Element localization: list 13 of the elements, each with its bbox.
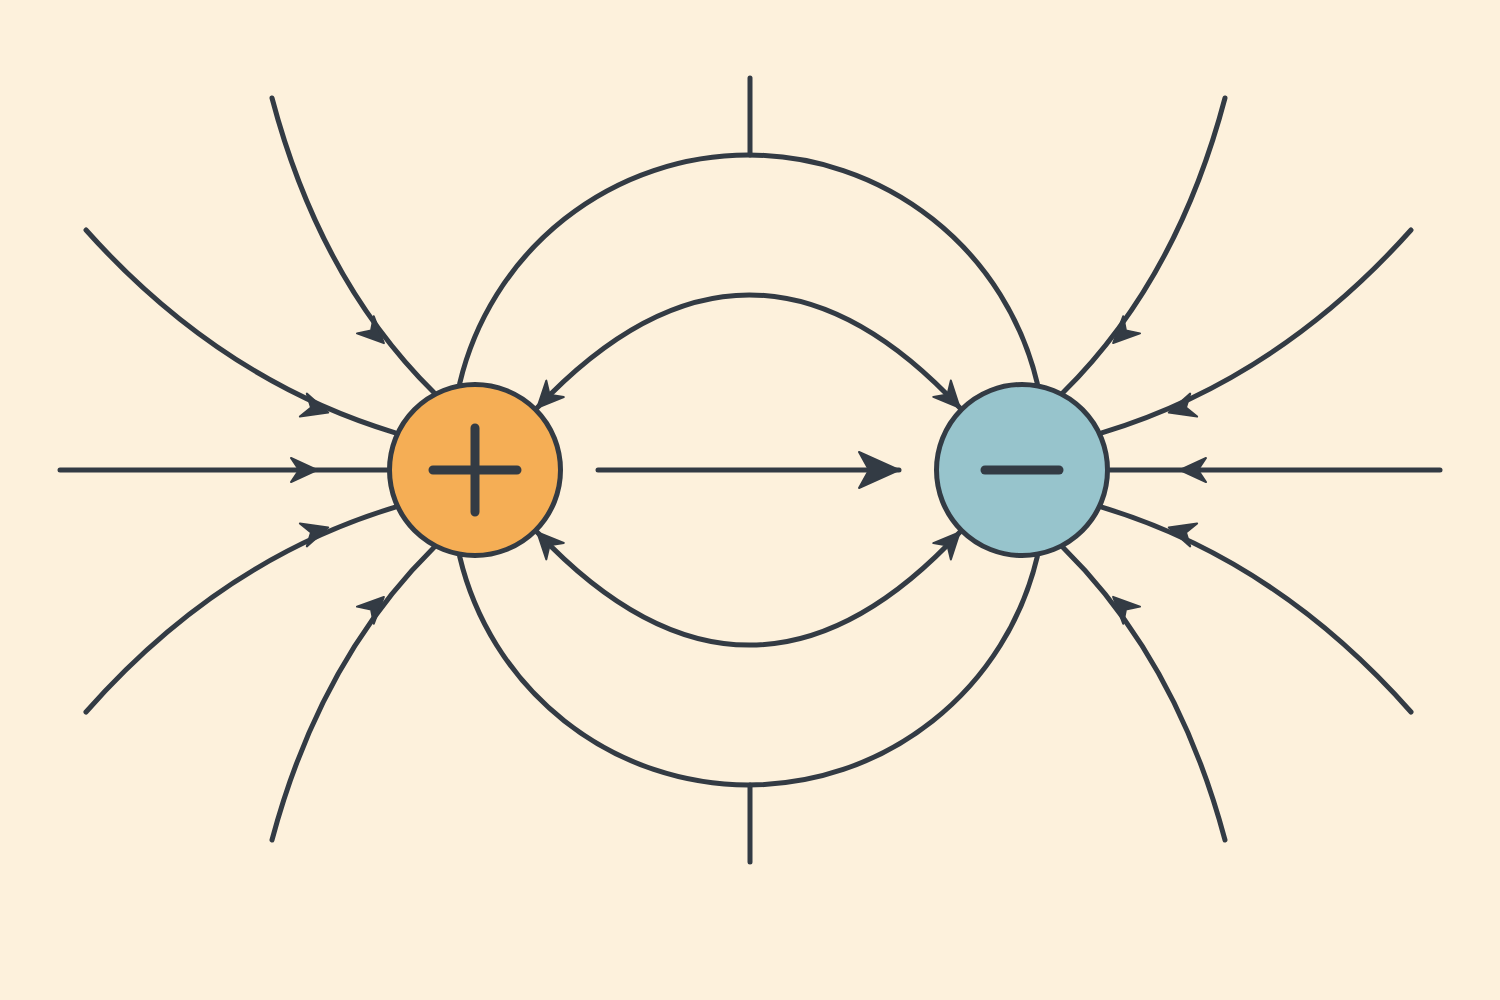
field-line-arrow — [1099, 504, 1414, 715]
field-line-arrow — [269, 545, 437, 843]
field-line-arrow — [269, 95, 437, 395]
field-line — [457, 554, 1040, 787]
field-line-arrow — [595, 451, 902, 489]
field-line-arrow — [1099, 227, 1414, 436]
field-line-arrow — [1060, 545, 1228, 843]
field-line-arrow — [534, 529, 963, 648]
field-line-arrow — [534, 292, 963, 411]
field-line-arrow — [83, 504, 398, 715]
field-line — [457, 153, 1040, 386]
field-line-arrow — [83, 227, 398, 436]
field-line-arrow — [1060, 95, 1228, 395]
